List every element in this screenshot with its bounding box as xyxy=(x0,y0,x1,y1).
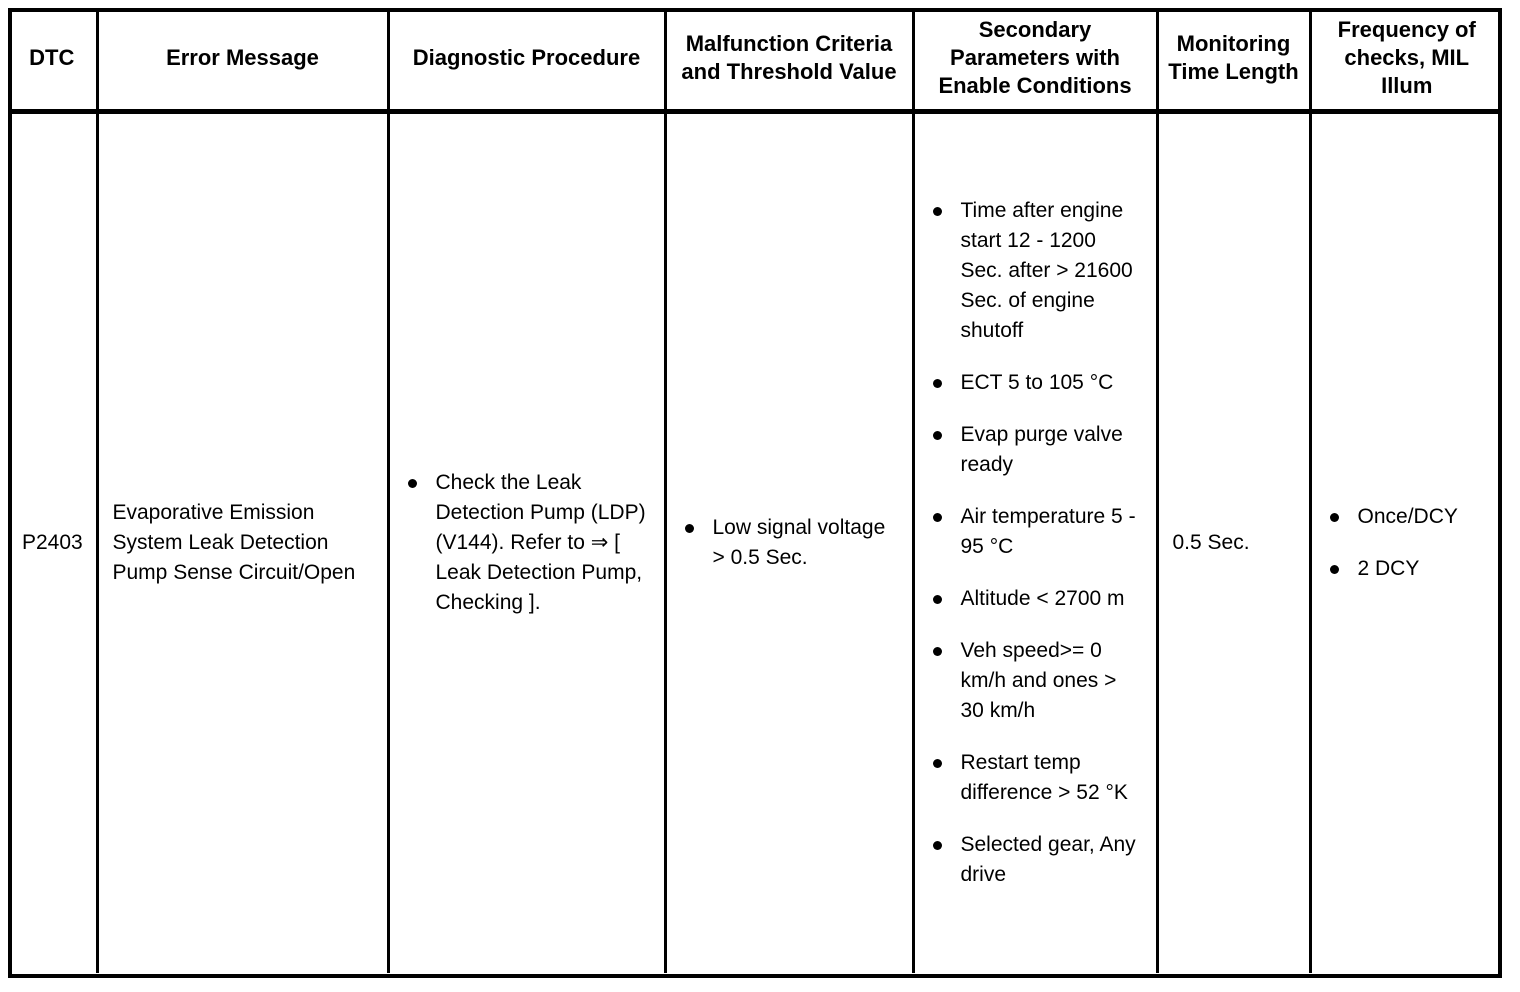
bullet-icon xyxy=(932,379,942,389)
malfunction-criteria-list: Low signal voltage > 0.5 Sec. xyxy=(679,513,900,573)
diagnostic-procedure-list: Check the Leak Detection Pump (LDP) (V14… xyxy=(402,468,652,618)
cell-monitoring-time-length: 0.5 Sec. xyxy=(1155,108,1310,973)
column-header-error-message-label: Error Message xyxy=(166,45,319,71)
cell-secondary-parameters: Time after engine start 12 - 1200 Sec. a… xyxy=(911,108,1157,973)
table-row: P2403 Evaporative Emission System Leak D… xyxy=(8,108,1502,973)
table-header-row: DTC Error Message Diagnostic Procedure M… xyxy=(8,8,1502,111)
list-item: Restart temp difference > 52 °K xyxy=(927,748,1144,808)
list-item: 2 DCY xyxy=(1324,554,1491,584)
list-item: Selected gear, Any drive xyxy=(927,830,1144,890)
list-item: Veh speed>= 0 km/h and ones > 30 km/h xyxy=(927,636,1144,726)
list-item: ECT 5 to 105 °C xyxy=(927,368,1144,398)
column-header-malfunction-criteria: Malfunction Criteria and Threshold Value xyxy=(663,8,913,111)
column-header-dtc-label: DTC xyxy=(29,45,75,71)
bullet-icon xyxy=(932,647,942,657)
list-item: Altitude < 2700 m xyxy=(927,584,1144,614)
column-header-diagnostic-procedure: Diagnostic Procedure xyxy=(386,8,665,111)
bullet-icon xyxy=(1329,565,1339,575)
dtc-diagnostic-table: DTC Error Message Diagnostic Procedure M… xyxy=(8,8,1502,973)
list-item-label: Check the Leak Detection Pump (LDP) (V14… xyxy=(435,471,646,615)
column-header-frequency-checks-mil: Frequency of checks, MIL Illum xyxy=(1308,8,1502,111)
cell-frequency-checks-mil: Once/DCY 2 DCY xyxy=(1308,108,1502,973)
error-message-text: Evaporative Emission System Leak Detecti… xyxy=(112,501,356,585)
monitoring-time-length-value: 0.5 Sec. xyxy=(1172,531,1250,555)
list-item-label: Veh speed>= 0 km/h and ones > 30 km/h xyxy=(960,639,1117,723)
cell-malfunction-criteria: Low signal voltage > 0.5 Sec. xyxy=(663,108,913,973)
cell-diagnostic-procedure: Check the Leak Detection Pump (LDP) (V14… xyxy=(386,108,665,973)
column-header-secondary-parameters-label: Secondary Parameters with Enable Conditi… xyxy=(938,17,1132,99)
list-item: Time after engine start 12 - 1200 Sec. a… xyxy=(927,196,1144,346)
list-item-label: Altitude < 2700 m xyxy=(960,587,1125,611)
column-header-dtc: DTC xyxy=(8,8,97,111)
bullet-icon xyxy=(932,207,942,217)
list-item-label: Evap purge valve ready xyxy=(960,423,1123,477)
bullet-icon xyxy=(1329,513,1339,523)
list-item-label: Restart temp difference > 52 °K xyxy=(960,751,1128,805)
table-header: DTC Error Message Diagnostic Procedure M… xyxy=(8,8,1502,111)
cell-dtc: P2403 xyxy=(8,108,97,973)
list-item-label: Time after engine start 12 - 1200 Sec. a… xyxy=(960,199,1133,343)
bullet-icon xyxy=(932,431,942,441)
frequency-checks-mil-list: Once/DCY 2 DCY xyxy=(1324,502,1491,584)
list-item-label: Low signal voltage > 0.5 Sec. xyxy=(712,516,886,570)
list-item-label: ECT 5 to 105 °C xyxy=(960,371,1114,395)
bullet-icon xyxy=(407,479,417,489)
column-header-monitoring-time-length-label: Monitoring Time Length xyxy=(1168,31,1299,85)
list-item: Check the Leak Detection Pump (LDP) (V14… xyxy=(402,468,652,618)
list-item-label: Selected gear, Any drive xyxy=(960,833,1136,887)
bullet-icon xyxy=(684,524,694,534)
list-item-label: Once/DCY xyxy=(1357,505,1458,529)
cell-error-message: Evaporative Emission System Leak Detecti… xyxy=(95,108,388,973)
list-item: Evap purge valve ready xyxy=(927,420,1144,480)
list-item-label: 2 DCY xyxy=(1357,557,1420,581)
column-header-malfunction-criteria-label: Malfunction Criteria and Threshold Value xyxy=(681,31,897,85)
column-header-monitoring-time-length: Monitoring Time Length xyxy=(1155,8,1310,111)
bullet-icon xyxy=(932,759,942,769)
column-header-error-message: Error Message xyxy=(95,8,388,111)
bullet-icon xyxy=(932,595,942,605)
bullet-icon xyxy=(932,841,942,851)
column-header-frequency-checks-mil-label: Frequency of checks, MIL Illum xyxy=(1337,17,1476,99)
secondary-parameters-list: Time after engine start 12 - 1200 Sec. a… xyxy=(927,196,1144,890)
list-item-label: Air temperature 5 - 95 °C xyxy=(960,505,1136,559)
column-header-diagnostic-procedure-label: Diagnostic Procedure xyxy=(412,45,641,71)
table-body: P2403 Evaporative Emission System Leak D… xyxy=(8,108,1502,973)
list-item: Low signal voltage > 0.5 Sec. xyxy=(679,513,900,573)
dtc-code: P2403 xyxy=(22,531,83,555)
bullet-icon xyxy=(932,513,942,523)
column-header-secondary-parameters: Secondary Parameters with Enable Conditi… xyxy=(911,8,1157,111)
list-item: Air temperature 5 - 95 °C xyxy=(927,502,1144,562)
list-item: Once/DCY xyxy=(1324,502,1491,532)
